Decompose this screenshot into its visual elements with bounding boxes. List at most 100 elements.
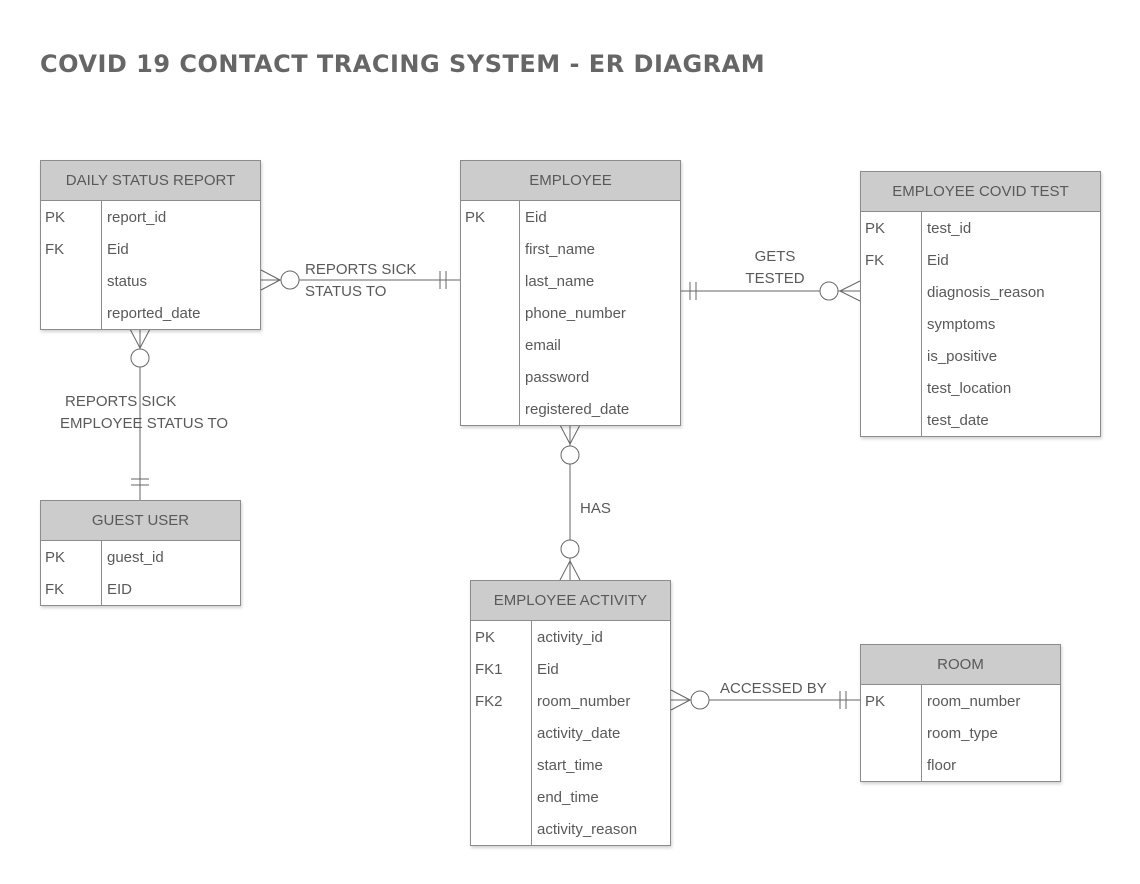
attribute-row: PK test_id xyxy=(861,212,1100,244)
field-name: email xyxy=(525,336,561,354)
entity-header: EMPLOYEE COVID TEST xyxy=(861,172,1100,212)
field-name: activity_reason xyxy=(537,820,638,838)
field-name: start_time xyxy=(537,756,603,774)
attribute-row: end_time xyxy=(471,781,670,813)
entity-header: EMPLOYEE ACTIVITY xyxy=(471,581,670,621)
field-name: guest_id xyxy=(107,548,164,566)
attribute-row: first_name xyxy=(461,233,680,265)
field-name: registered_date xyxy=(525,400,630,418)
attribute-row: FK2 room_number xyxy=(471,685,670,717)
attribute-row: reported_date xyxy=(41,297,260,329)
relationship-label-line: ACCESSED BY xyxy=(720,680,827,697)
entity-attributes: PK room_number room_type floor xyxy=(861,685,1060,781)
attribute-row: room_type xyxy=(861,717,1060,749)
field-name: EID xyxy=(107,580,133,598)
field-name: Eid xyxy=(537,660,559,678)
key-label: PK xyxy=(865,219,886,237)
attribute-row: FK1 Eid xyxy=(471,653,670,685)
attribute-row: start_time xyxy=(471,749,670,781)
attribute-row: PK Eid xyxy=(461,201,680,233)
relationship-label-line: HAS xyxy=(580,500,611,517)
key-label: PK xyxy=(865,692,886,710)
field-name: status xyxy=(107,272,148,290)
field-name: is_positive xyxy=(927,347,998,365)
field-name: Eid xyxy=(107,240,129,258)
attribute-row: PK room_number xyxy=(861,685,1060,717)
field-name: test_date xyxy=(927,411,989,429)
key-label: FK xyxy=(865,251,885,269)
attribute-row: is_positive xyxy=(861,340,1100,372)
field-name: Eid xyxy=(927,251,949,269)
field-name: end_time xyxy=(537,788,599,806)
entity-header: DAILY STATUS REPORT xyxy=(41,161,260,201)
key-label: PK xyxy=(475,628,496,646)
entity-attributes: PK test_id FK Eid diagnosis_reason symptom… xyxy=(861,212,1100,436)
key-label: PK xyxy=(465,208,486,226)
attribute-row: symptoms xyxy=(861,308,1100,340)
attribute-row: PK guest_id xyxy=(41,541,240,573)
relationship-label-accessed-by: ACCESSED BY xyxy=(720,678,827,700)
field-name: Eid xyxy=(525,208,547,226)
key-label: FK1 xyxy=(475,660,503,678)
field-name: room_type xyxy=(927,724,998,742)
entity-employee[interactable]: EMPLOYEE PK Eid first_name last_name phon… xyxy=(460,160,681,426)
attribute-row: FK Eid xyxy=(861,244,1100,276)
connector-employee-to-activity xyxy=(559,424,581,581)
entity-attributes: PK report_id FK Eid status reported_date xyxy=(41,201,260,329)
attribute-row: FK Eid xyxy=(41,233,260,265)
attribute-row: password xyxy=(461,361,680,393)
entity-guest-user[interactable]: GUEST USER PK guest_id FK EID xyxy=(40,500,241,606)
attribute-row: registered_date xyxy=(461,393,680,425)
field-name: room_number xyxy=(537,692,631,710)
field-name: test_location xyxy=(927,379,1012,397)
key-label: PK xyxy=(45,548,66,566)
attribute-row: PK report_id xyxy=(41,201,260,233)
relationship-label-line: GETS xyxy=(754,248,796,265)
attribute-row: FK EID xyxy=(41,573,240,605)
field-name: floor xyxy=(927,756,957,774)
attribute-row: phone_number xyxy=(461,297,680,329)
relationship-label-reports-sick-employee: REPORTS SICK EMPLOYEE STATUS TO xyxy=(58,391,228,435)
field-name: first_name xyxy=(525,240,596,258)
entity-daily-status-report[interactable]: DAILY STATUS REPORT PK report_id FK Eid st… xyxy=(40,160,261,330)
entity-header: GUEST USER xyxy=(41,501,240,541)
attribute-row: activity_date xyxy=(471,717,670,749)
relationship-label-reports-sick-status: REPORTS SICK STATUS TO xyxy=(305,259,416,303)
diagram-title: COVID 19 CONTACT TRACING SYSTEM - ER DIA… xyxy=(40,50,766,78)
relationship-label-gets-tested: GETS TESTED xyxy=(735,246,815,290)
key-label: FK xyxy=(45,580,65,598)
field-name: diagnosis_reason xyxy=(927,283,1045,301)
field-name: reported_date xyxy=(107,304,201,322)
field-name: password xyxy=(525,368,590,386)
connector-activity-to-room xyxy=(670,689,860,711)
field-name: last_name xyxy=(525,272,595,290)
connector-daily-status-to-guest-user xyxy=(129,328,151,500)
attribute-row: last_name xyxy=(461,265,680,297)
key-label: FK xyxy=(45,240,65,258)
field-name: symptoms xyxy=(927,315,996,333)
field-name: report_id xyxy=(107,208,167,226)
attribute-row: test_date xyxy=(861,404,1100,436)
key-label: FK2 xyxy=(475,692,503,710)
field-name: test_id xyxy=(927,219,972,237)
attribute-row: diagnosis_reason xyxy=(861,276,1100,308)
entity-attributes: PK guest_id FK EID xyxy=(41,541,240,605)
connector-daily-status-to-employee xyxy=(260,269,460,291)
attribute-row: email xyxy=(461,329,680,361)
field-name: room_number xyxy=(927,692,1021,710)
relationship-label-line: STATUS TO xyxy=(305,283,387,300)
entity-header: EMPLOYEE xyxy=(461,161,680,201)
connector-employee-to-covid-test xyxy=(681,280,861,302)
key-label: PK xyxy=(45,208,66,226)
relationship-label-has: HAS xyxy=(580,498,611,520)
attribute-row: activity_reason xyxy=(471,813,670,845)
attribute-row: status xyxy=(41,265,260,297)
relationship-label-line: EMPLOYEE STATUS TO xyxy=(60,415,229,432)
entity-employee-covid-test[interactable]: EMPLOYEE COVID TEST PK test_id FK Eid diag… xyxy=(860,171,1101,437)
field-name: phone_number xyxy=(525,304,626,322)
